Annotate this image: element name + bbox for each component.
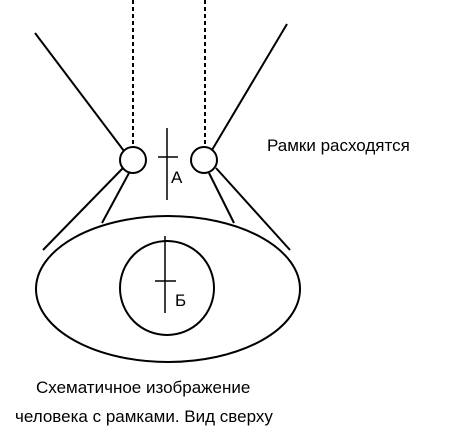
head-circle [119, 240, 215, 336]
right-hand-circle [190, 146, 218, 174]
caption-line-2: человека с рамками. Вид сверху [15, 407, 273, 426]
right-arm-outer [215, 167, 291, 251]
left-frame-rod [34, 32, 125, 152]
left-arm-outer [42, 167, 124, 251]
right-arm-inner [208, 172, 235, 224]
shoulders-ellipse [35, 215, 301, 363]
left-hand-circle [119, 146, 147, 174]
right-frame-rod [211, 23, 288, 151]
point-a-label: А [171, 168, 183, 187]
frames-diverge-label: Рамки расходятся [267, 136, 410, 155]
point-b-label: Б [175, 291, 187, 310]
caption-line-1: Схематичное изображение [36, 378, 251, 397]
left-arm-inner [101, 172, 130, 224]
